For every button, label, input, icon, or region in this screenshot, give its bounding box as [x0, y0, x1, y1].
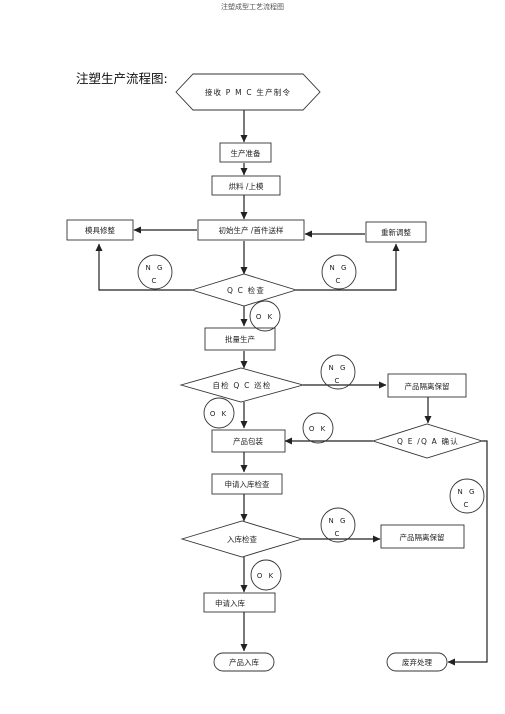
ok-badge-warehouse: O K	[250, 559, 282, 591]
ng-badge-qeqa: N G C	[449, 478, 485, 514]
ng-badge-left-text: N G	[146, 264, 165, 272]
section-title: 注塑生产流程图:	[76, 71, 168, 86]
node-mold-repair: 模具修整	[66, 219, 134, 241]
node-packaging: 产品包装	[211, 429, 286, 453]
ok-badge-qc-text: O K	[256, 313, 274, 321]
node-readjust-label: 重新调整	[381, 227, 411, 237]
node-warehouse-check: 入库检查	[180, 520, 304, 558]
ok-badge-qeqa: O K	[302, 412, 334, 444]
node-mold-repair-label: 模具修整	[85, 225, 115, 235]
ng-badge-selfcheck-sub: C	[335, 377, 342, 385]
ng-badge-selfcheck-text: N G	[329, 364, 348, 372]
node-request-storage-label: 申请入库	[215, 598, 245, 608]
node-prod-prep: 生产准备	[219, 142, 272, 163]
ok-badge-warehouse-text: O K	[257, 572, 275, 580]
ng-badge-qeqa-sub: C	[464, 501, 471, 509]
node-qc-check-label: Q C 检查	[227, 285, 265, 295]
node-scrap: 废弃处理	[386, 652, 448, 672]
node-scrap-label: 废弃处理	[402, 657, 432, 667]
node-request-storage: 申请入库	[203, 592, 276, 613]
node-warehouse-check-label: 入库检查	[227, 534, 257, 544]
ok-badge-qc: O K	[249, 300, 281, 332]
ng-badge-selfcheck: N G C	[320, 354, 356, 390]
node-isolate-2: 产品隔离保留	[380, 524, 465, 549]
ok-badge-selfcheck-text: O K	[210, 410, 228, 418]
connectors	[95, 110, 488, 666]
ng-badge-warehouse-sub: C	[335, 530, 342, 538]
arrow-qeqa-ng-to-scrap	[447, 440, 488, 666]
node-qe-qa-label: Q E /Q A 确认	[397, 436, 459, 446]
node-readjust: 重新调整	[365, 221, 427, 243]
node-feed-mold: 烘料 /上模	[211, 175, 281, 196]
node-receive-pmc-label: 接收 P M C 生产制令	[205, 87, 291, 97]
ng-badge-right-text: N G	[330, 264, 349, 272]
node-qe-qa: Q E /Q A 确认	[371, 423, 484, 459]
node-isolate-2-label: 产品隔离保留	[400, 532, 445, 542]
node-request-inspection-label: 申请入库检查	[225, 479, 270, 489]
node-product-in: 产品入库	[213, 652, 275, 672]
ng-badge-right: N G C	[321, 254, 357, 290]
ok-badge-qeqa-text: O K	[309, 425, 327, 433]
node-self-check-label: 自检 Q C 巡检	[212, 380, 271, 390]
ng-badge-qeqa-text: N G	[458, 488, 477, 496]
node-feed-mold-label: 烘料 /上模	[229, 181, 264, 191]
ng-badge-left-sub: C	[152, 277, 159, 285]
node-isolate-1-label: 产品隔离保留	[405, 381, 450, 391]
node-mass-prod-label: 批量生产	[225, 334, 255, 344]
node-request-inspection: 申请入库检查	[211, 473, 283, 495]
node-initial-prod: 初始生产 /首件送样	[197, 219, 305, 241]
arrow-qc-ng-to-repair	[95, 243, 192, 291]
node-prod-prep-label: 生产准备	[231, 148, 261, 158]
node-mass-prod: 批量生产	[204, 327, 276, 351]
node-packaging-label: 产品包装	[233, 436, 263, 446]
node-qc-check: Q C 检查	[190, 273, 298, 307]
document-title: 注塑成型工艺流程图	[221, 3, 284, 11]
ng-badge-left: N G C	[137, 254, 173, 290]
node-receive-pmc: 接收 P M C 生产制令	[175, 73, 321, 111]
node-product-in-label: 产品入库	[229, 657, 259, 667]
node-self-check: 自检 Q C 巡检	[179, 367, 305, 403]
ng-badge-warehouse-text: N G	[329, 517, 348, 525]
node-isolate-1: 产品隔离保留	[387, 373, 467, 398]
ng-badge-right-sub: C	[336, 277, 343, 285]
arrow-qc-ng-to-readjust	[296, 243, 400, 291]
ng-badge-warehouse: N G C	[320, 507, 356, 543]
node-initial-prod-label: 初始生产 /首件送样	[219, 225, 284, 235]
ok-badge-selfcheck: O K	[203, 397, 235, 429]
